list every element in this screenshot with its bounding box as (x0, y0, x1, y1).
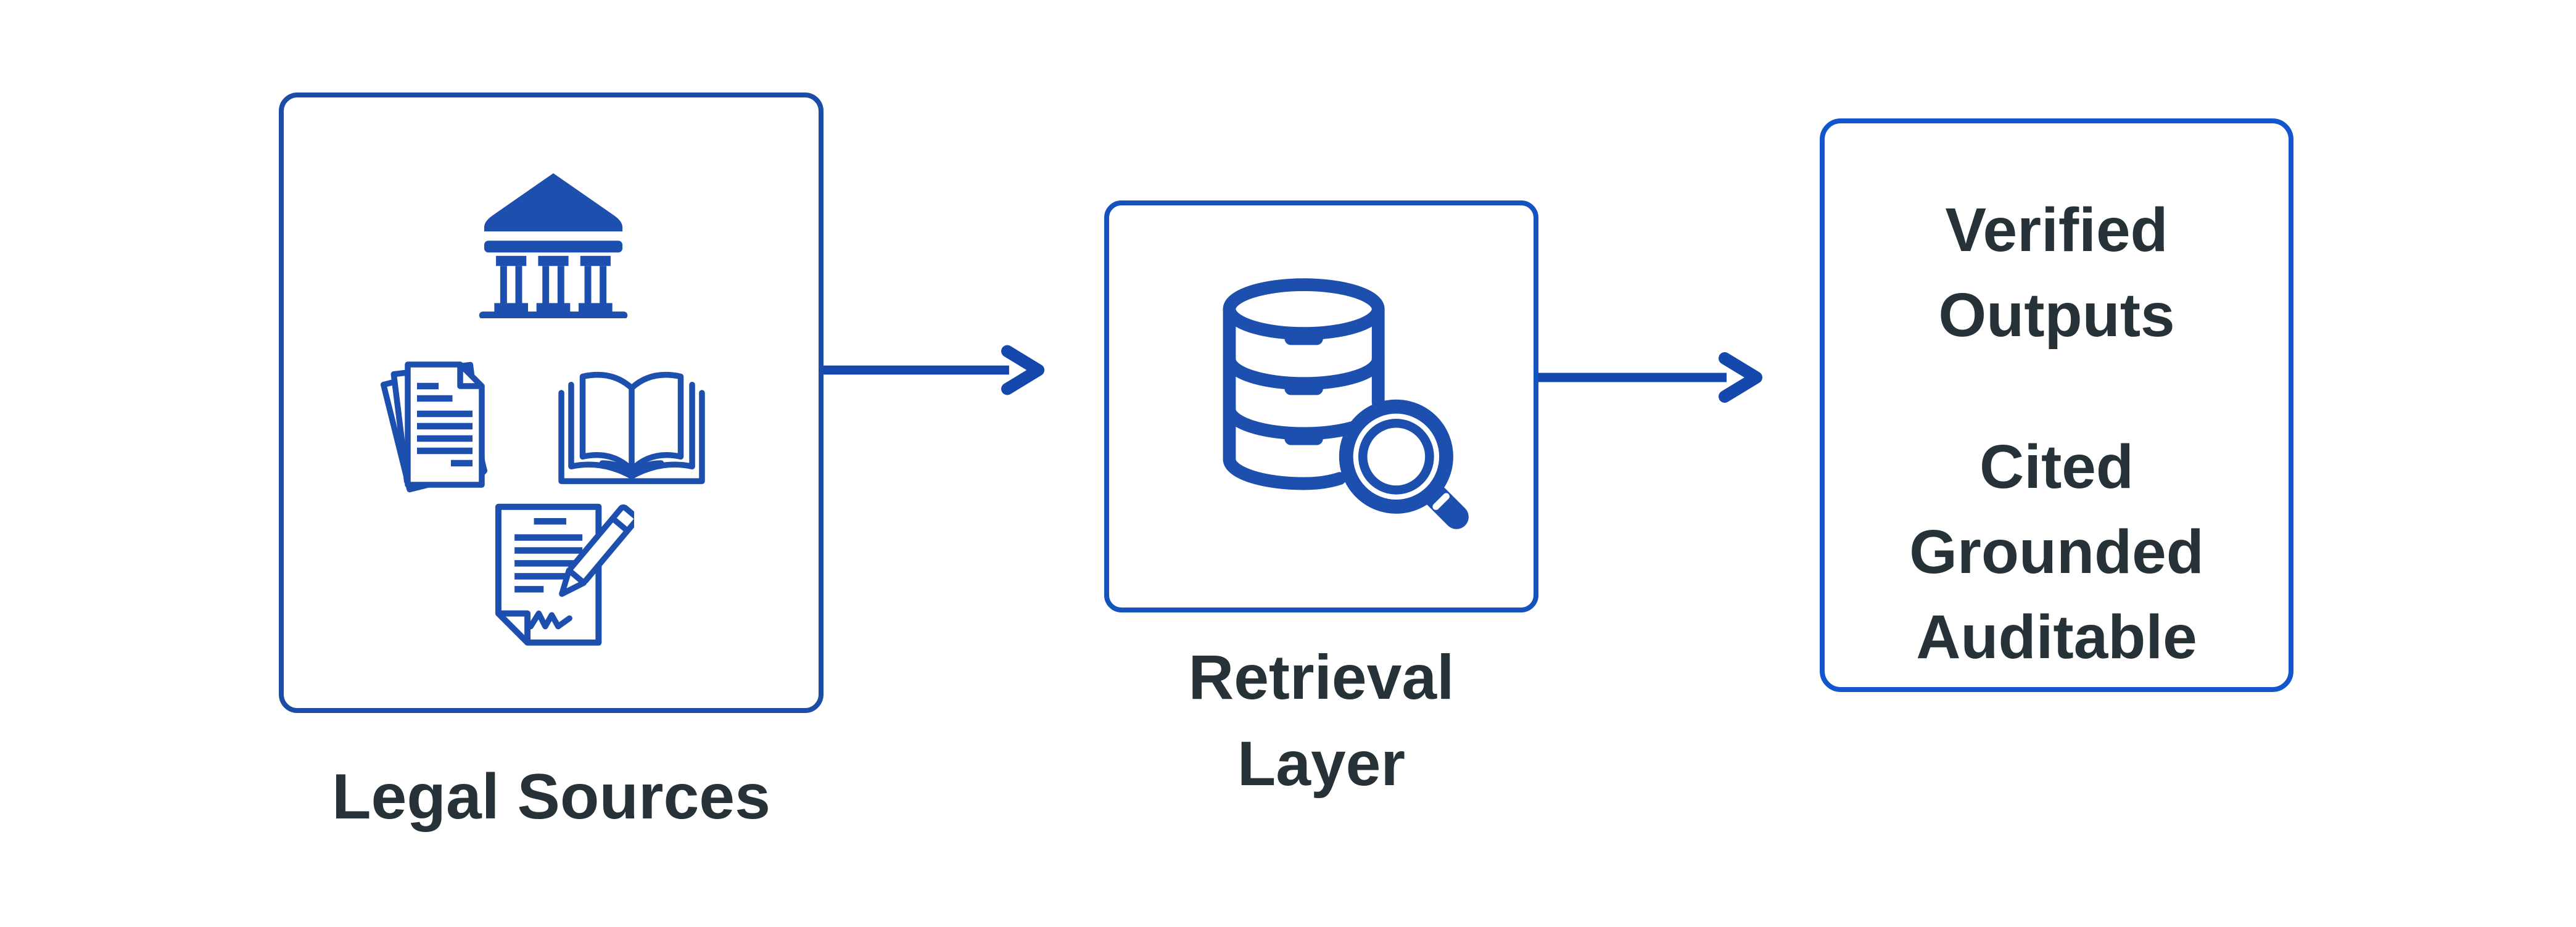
documents-stack-icon-svg (380, 361, 488, 493)
outputs-line-outputs: Outputs (1938, 281, 2175, 350)
outputs-blank-line (1825, 358, 2289, 424)
arrow-retrieval-to-outputs-icon (1538, 340, 1767, 414)
arrow-right-icon (1538, 352, 1762, 403)
retrieval-layer-label-line1: Retrieval (1188, 642, 1455, 712)
arrow-legal-to-retrieval-icon (824, 333, 1049, 407)
outputs-line-cited: Cited (1979, 432, 2134, 501)
database-search-icon-svg (1223, 278, 1469, 529)
verified-outputs-box: Verified Outputs Cited Grounded Auditabl… (1820, 118, 2293, 692)
arrow-right-icon (824, 345, 1045, 395)
contract-signature-icon-svg (495, 503, 634, 646)
verified-outputs-text: Verified Outputs Cited Grounded Auditabl… (1825, 187, 2289, 680)
legal-sources-box (279, 93, 824, 713)
retrieval-layer-label-line2: Layer (1237, 728, 1406, 799)
courthouse-icon-svg (479, 173, 628, 318)
legal-sources-label: Legal Sources (332, 761, 770, 833)
contract-signature-icon (473, 497, 634, 659)
open-book-icon (548, 365, 716, 496)
outputs-line-auditable: Auditable (1916, 603, 2197, 672)
retrieval-layer-box (1104, 200, 1538, 612)
courthouse-icon (466, 167, 640, 318)
documents-stack-icon (345, 349, 538, 503)
database-search-icon (1214, 274, 1471, 531)
retrieval-layer-label: Retrieval Layer (1104, 634, 1538, 807)
outputs-line-grounded: Grounded (1909, 517, 2204, 587)
open-book-icon-svg (558, 371, 705, 484)
outputs-line-verified: Verified (1945, 196, 2168, 265)
